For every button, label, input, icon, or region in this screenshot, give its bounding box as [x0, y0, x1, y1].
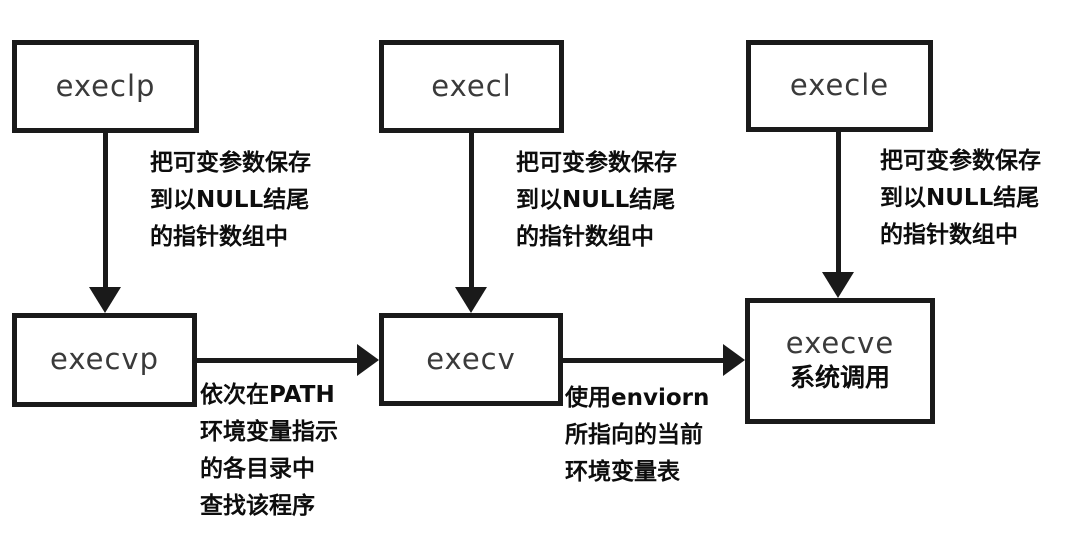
annotation-line: 依次在PATH: [200, 382, 335, 408]
annotation-save-args-execl: 把可变参数保存 到以NULL结尾 的指针数组中: [516, 145, 677, 256]
box-execl: execl: [379, 40, 564, 133]
box-execvp: execvp: [12, 313, 197, 407]
annotation-line: 环境变量指示: [200, 419, 338, 445]
box-execvp-label: execvp: [50, 342, 159, 377]
annotation-line: 到以NULL结尾: [880, 185, 1040, 211]
arrow-line: [197, 358, 359, 363]
arrowhead-down-icon: [822, 272, 854, 298]
annotation-save-args-execlp: 把可变参数保存 到以NULL结尾 的指针数组中: [150, 145, 311, 256]
annotation-environ: 使用enviorn 所指向的当前 环境变量表: [565, 380, 709, 491]
arrow-line: [469, 133, 474, 289]
annotation-line: 到以NULL结尾: [516, 187, 676, 213]
box-execv: execv: [379, 313, 563, 406]
arrow-line: [103, 133, 108, 289]
box-execve-label: execve: [785, 325, 895, 360]
box-execle: execle: [746, 40, 933, 132]
annotation-line: 把可变参数保存: [880, 148, 1041, 174]
annotation-line: 的指针数组中: [880, 222, 1018, 248]
arrowhead-down-icon: [89, 287, 121, 313]
arrowhead-down-icon: [455, 287, 487, 313]
arrowhead-right-icon: [357, 344, 379, 376]
annotation-line: 使用enviorn: [565, 385, 710, 411]
box-execle-label: execle: [789, 68, 890, 103]
box-execve-sublabel: 系统调用: [789, 362, 890, 392]
box-execl-label: execl: [431, 68, 512, 103]
annotation-line: 到以NULL结尾: [150, 187, 310, 213]
arrow-line: [563, 358, 724, 363]
annotation-save-args-execle: 把可变参数保存 到以NULL结尾 的指针数组中: [880, 143, 1041, 254]
annotation-line: 所指向的当前: [565, 422, 703, 448]
box-execv-label: execv: [426, 341, 516, 376]
annotation-line: 查找该程序: [200, 493, 315, 519]
annotation-path-search: 依次在PATH 环境变量指示 的各目录中 查找该程序: [200, 377, 338, 525]
annotation-line: 的指针数组中: [516, 224, 654, 250]
box-execve: execve 系统调用: [745, 298, 935, 424]
box-execlp: execlp: [12, 40, 199, 133]
box-execlp-label: execlp: [55, 68, 156, 103]
annotation-line: 把可变参数保存: [150, 150, 311, 176]
annotation-line: 把可变参数保存: [516, 150, 677, 176]
arrow-line: [836, 132, 841, 275]
annotation-line: 环境变量表: [565, 459, 680, 485]
arrowhead-right-icon: [723, 344, 745, 376]
annotation-line: 的各目录中: [200, 456, 315, 482]
annotation-line: 的指针数组中: [150, 224, 288, 250]
